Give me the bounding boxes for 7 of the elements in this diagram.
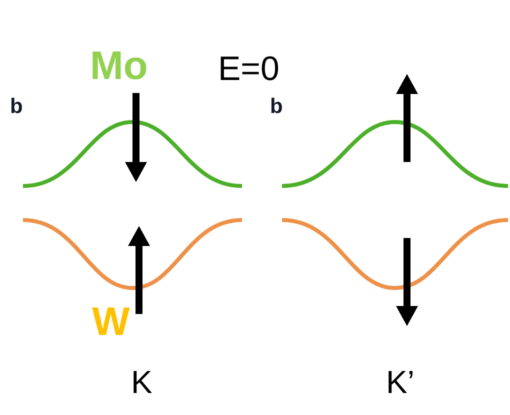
band-label: Mo xyxy=(90,46,148,86)
valley-label: K xyxy=(131,366,152,398)
panel-letter: b xyxy=(10,96,23,117)
panel-letter: b xyxy=(270,96,283,117)
valley-label: K’ xyxy=(386,366,414,398)
band-label: W xyxy=(92,302,130,342)
energy-label: E=0 xyxy=(218,52,280,86)
